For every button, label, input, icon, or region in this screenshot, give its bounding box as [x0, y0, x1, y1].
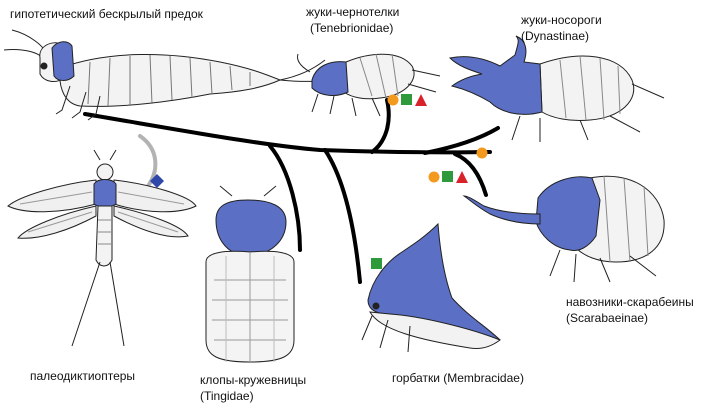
dynastinae-beetle-illustration [448, 35, 665, 142]
scarabaeinae-latin-label: (Scarabaeinae) [566, 311, 649, 325]
membracidae-label: горбатки (Membracidae) [392, 371, 524, 385]
branch-dynastinae [423, 126, 500, 155]
scarabaeinae-label: навозники-скарабеины [566, 295, 694, 309]
tenebrionidae-beetle-illustration [297, 53, 441, 117]
tenebrionidae-highlight [311, 61, 349, 96]
markers-palaeodictyoptera [150, 174, 164, 188]
red-triangle-marker [456, 171, 468, 183]
tingidae-illustration [205, 185, 295, 363]
tingidae-label: клопы-кружевницы [200, 373, 307, 387]
palaeodictyoptera-illustration [7, 149, 197, 347]
green-square-marker [371, 258, 382, 269]
orange-circle-marker [428, 171, 440, 183]
red-triangle-marker [415, 94, 427, 106]
markers-dynastinae [476, 147, 488, 159]
tenebrionidae-label: жуки-чернотелки [306, 5, 400, 19]
markers-scarabaeinae [428, 171, 468, 183]
green-square-marker [442, 171, 453, 182]
palaeodictyoptera-label: палеодиктиоптеры [30, 369, 136, 383]
branch-palaeodictyoptera [138, 134, 158, 188]
tenebrionidae-latin-label: (Tenebrionidae) [310, 21, 394, 35]
phylogenetic-tree [83, 98, 500, 284]
branch-scarabaeinae [453, 152, 488, 197]
scarabaeinae-horn [462, 195, 541, 225]
branch-membracidae [323, 148, 362, 284]
dynastinae-label: жуки-носороги [521, 13, 602, 27]
scarabaeinae-highlight [535, 176, 601, 251]
tree-trunk [83, 112, 492, 155]
dynastinae-highlight [448, 35, 543, 115]
ancestor-highlight [51, 41, 75, 81]
ancestor-insect-illustration [3, 29, 331, 121]
blue-diamond-marker [150, 174, 164, 188]
dynastinae-latin-label: (Dynastinae) [521, 29, 590, 43]
tingidae-highlight [215, 199, 287, 257]
orange-circle-marker [476, 147, 488, 159]
ancestor-label: гипотетический бескрылый предок [10, 7, 203, 21]
membracidae-illustration [361, 222, 502, 353]
branch-tingidae [268, 144, 302, 252]
branch-tenebrionidae [370, 98, 391, 154]
green-square-marker [401, 94, 412, 105]
palaeodictyoptera-highlight [93, 179, 117, 208]
markers-tenebrionidae [387, 94, 427, 106]
tingidae-latin-label: (Tingidae) [200, 389, 254, 403]
orange-circle-marker [387, 94, 399, 106]
markers-membracidae [371, 258, 382, 269]
scarabaeinae-beetle-illustration [462, 175, 665, 283]
